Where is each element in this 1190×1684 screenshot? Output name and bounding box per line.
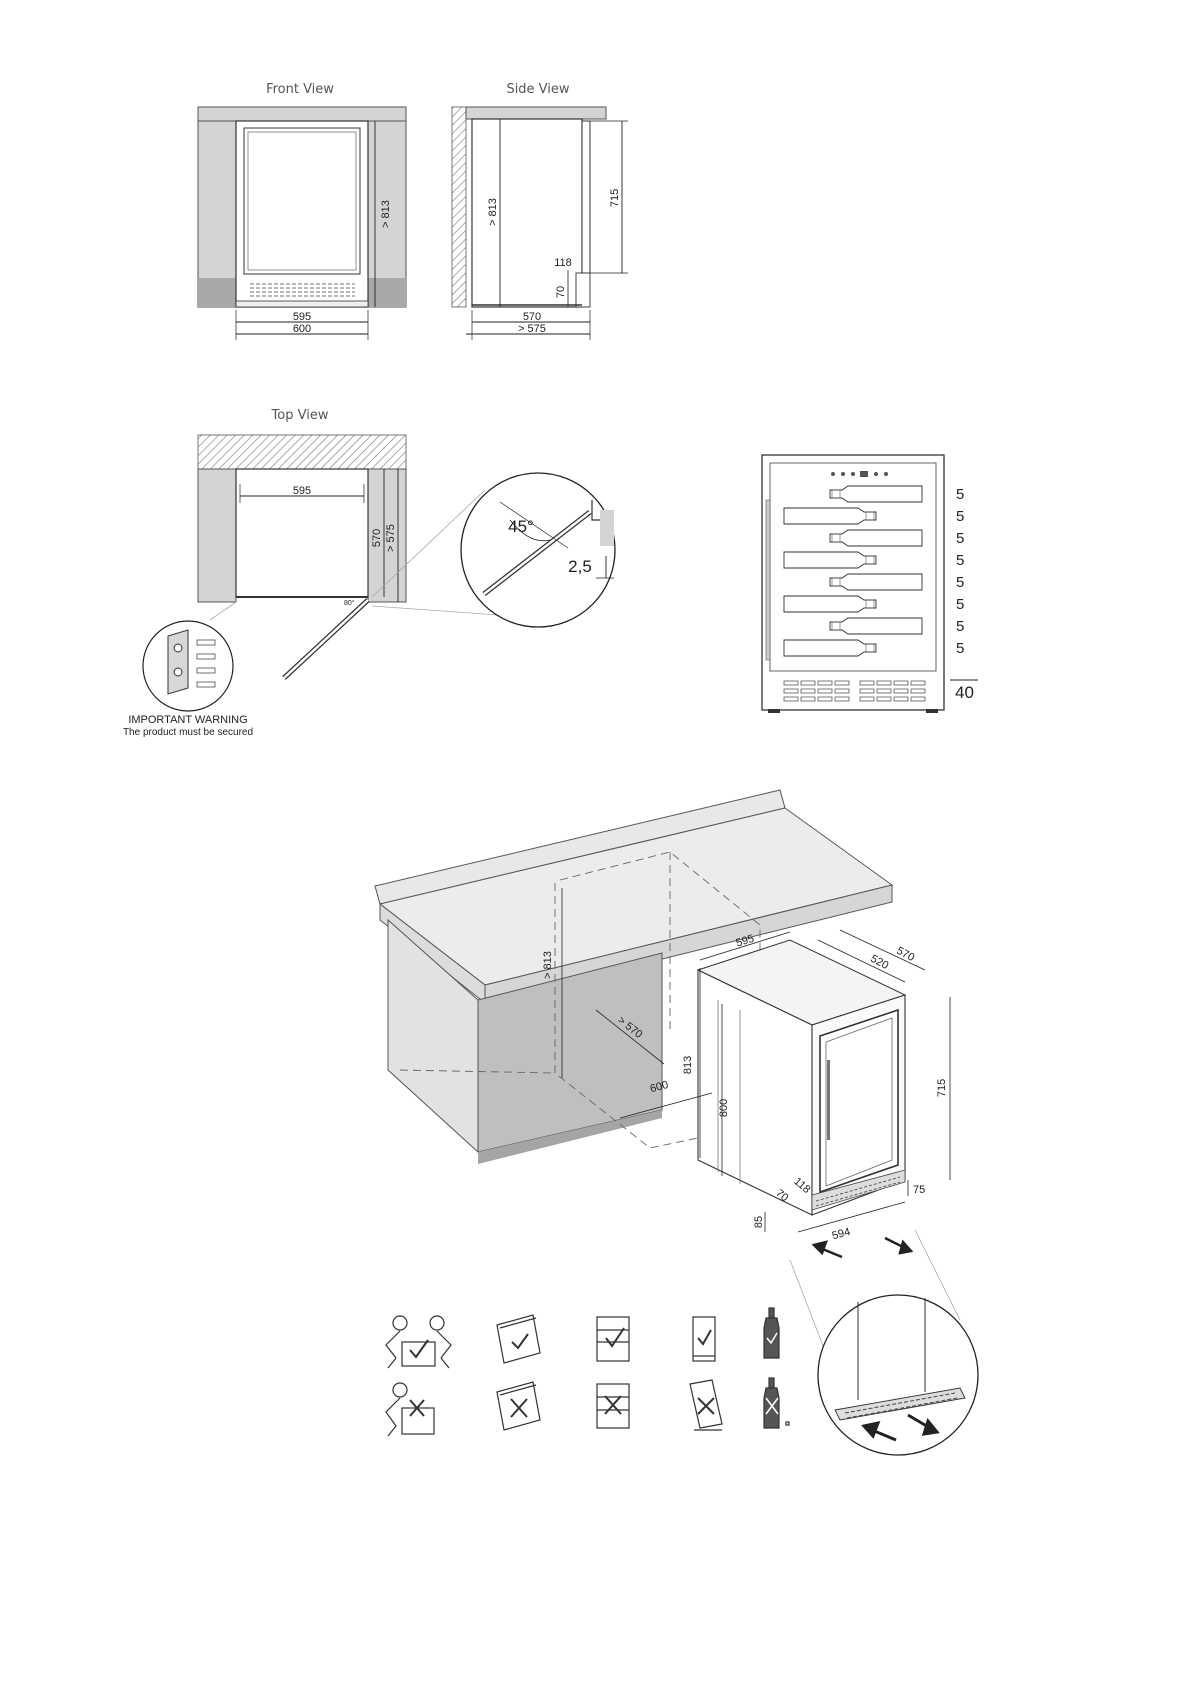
front-view-title: Front View	[266, 82, 334, 97]
airflow-arrows	[811, 1236, 914, 1259]
handling-icons	[385, 1307, 790, 1437]
top-small-angle: 80°	[344, 599, 355, 607]
iso-height-715: 715	[936, 1079, 948, 1097]
side-depth-118: 118	[554, 257, 572, 269]
shelf-count: 5	[956, 618, 964, 635]
top-depth: 570	[371, 529, 383, 547]
front-view: Front View 595 600 > 813	[197, 82, 407, 340]
base-grille	[783, 680, 926, 702]
side-view: Side View > 813 715 118 70 570 > 575	[451, 82, 628, 340]
shelf-count: 5	[956, 640, 964, 657]
top-depth-min: > 575	[385, 524, 397, 552]
side-height: > 813	[487, 198, 499, 226]
shelf-total: 40	[955, 683, 974, 702]
iso-width-594: 594	[831, 1226, 852, 1242]
iso-niche-height-min: > 813	[542, 951, 554, 979]
front-height: > 813	[380, 200, 392, 228]
side-height-70: 70	[555, 286, 567, 298]
side-depth-min: > 575	[518, 323, 546, 335]
shelf-load-ok-icon	[596, 1316, 630, 1362]
shelf-load-no-icon	[596, 1383, 630, 1429]
bottle-shelf-row	[829, 573, 923, 591]
iso-niche-height: 813	[682, 1056, 694, 1074]
control-panel	[831, 471, 888, 477]
bottle-shelf-row	[783, 507, 877, 525]
shelf-count: 5	[956, 596, 964, 613]
top-view: Top View 80° 595 570 > 575	[123, 408, 616, 738]
side-depth: 570	[523, 311, 541, 323]
bracket-detail	[142, 620, 234, 712]
side-height-715: 715	[609, 189, 621, 207]
shelf-count: 5	[956, 552, 964, 569]
warning-text: The product must be secured	[123, 727, 253, 738]
iso-depth-570: 570	[894, 945, 916, 964]
bottle-rows	[783, 485, 923, 657]
two-person-lift-ok-icon	[385, 1315, 452, 1369]
single-person-lift-no-icon	[385, 1382, 435, 1437]
warning-title: IMPORTANT WARNING	[128, 714, 247, 726]
iso-appliance	[696, 939, 907, 1216]
side-view-title: Side View	[506, 82, 569, 97]
top-width: 595	[293, 485, 311, 497]
isometric-installation-view: > 813 > 570 600 813 800 595 520 570 715 …	[374, 789, 979, 1456]
manual-ok-icon	[496, 1314, 541, 1364]
bottle-shelf-row	[783, 595, 877, 613]
bottle-shelf-row	[829, 617, 923, 635]
shelf-capacity-diagram: 5 5 5 5 5 5 5 5 40	[761, 454, 978, 713]
iso-appliance-width: 595	[735, 933, 756, 950]
side-appliance	[471, 118, 583, 308]
top-view-title: Top View	[271, 408, 329, 423]
bottle-shelf-row	[829, 485, 923, 503]
front-width-inner: 595	[293, 311, 311, 323]
hinge-angle: 45°	[508, 517, 534, 536]
ventilation-zoom-detail	[817, 1294, 979, 1456]
hinge-zoom-detail: 45° 2,5	[460, 472, 616, 628]
bottle-shelf-row	[783, 551, 877, 569]
shelf-count: 5	[956, 508, 964, 525]
front-vent-grille	[250, 283, 355, 297]
bottle-shelf-row	[783, 639, 877, 657]
top-appliance	[235, 468, 369, 598]
hinge-gap: 2,5	[568, 557, 592, 576]
tilt-no-icon	[689, 1379, 723, 1431]
bottle-shelf-row	[829, 529, 923, 547]
iso-niche-width: 600	[649, 1079, 670, 1095]
manual-no-icon	[496, 1381, 541, 1431]
iso-depth-520: 520	[868, 953, 890, 972]
front-width-outer: 600	[293, 323, 311, 335]
iso-appliance-height: 800	[718, 1099, 730, 1117]
bottle-ok-icon	[763, 1307, 780, 1359]
shelf-count: 5	[956, 574, 964, 591]
open-door	[282, 598, 370, 680]
shelf-count: 5	[956, 530, 964, 547]
bottle-no-icon	[763, 1377, 790, 1429]
shelf-count: 5	[956, 486, 964, 503]
upright-ok-icon	[692, 1316, 716, 1362]
iso-plinth-75: 75	[913, 1184, 925, 1196]
shelf-count-list: 5 5 5 5 5 5 5 5	[956, 486, 964, 657]
iso-plinth-85: 85	[753, 1216, 765, 1228]
